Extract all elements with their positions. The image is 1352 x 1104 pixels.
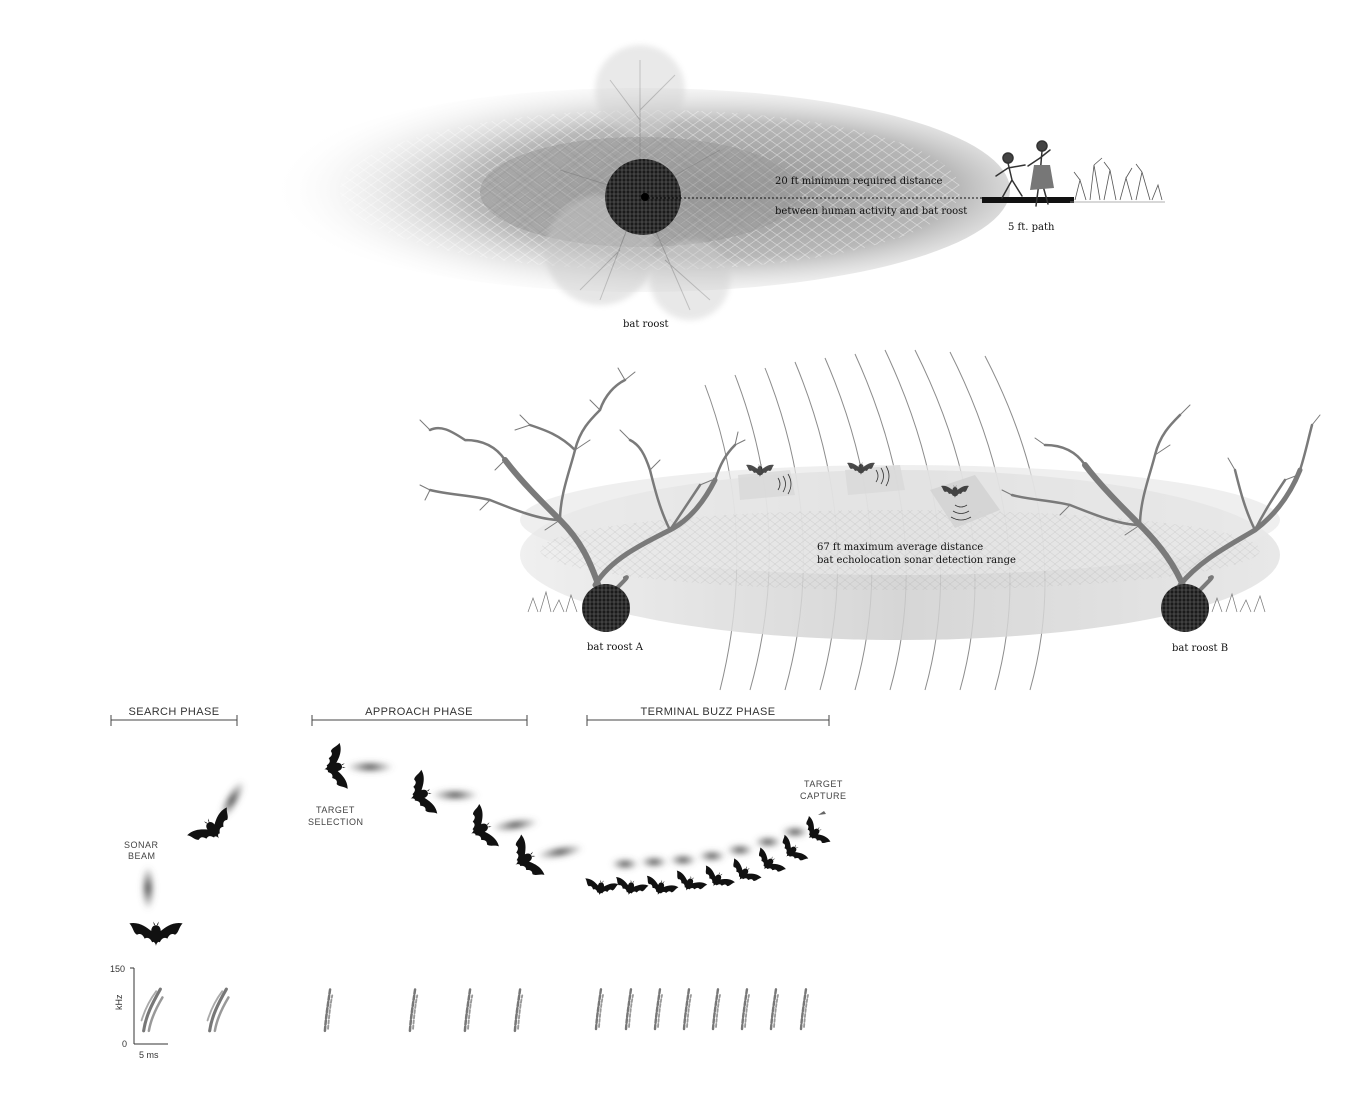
bat-roost-b xyxy=(1161,584,1209,632)
bat-roost-core xyxy=(641,193,649,201)
target-selection-label-1: TARGET xyxy=(316,805,355,815)
axis-y-unit: kHz xyxy=(114,994,124,1010)
tree-b-icon xyxy=(1001,404,1321,593)
bottom-section: SEARCH PHASE APPROACH PHASE TERMINAL BUZ… xyxy=(110,706,847,1060)
spectrogram-chirps xyxy=(139,987,809,1033)
top-section: 20 ft minimum required distance between … xyxy=(270,45,1165,330)
range-label-line1: 67 ft maximum average distance xyxy=(817,542,983,553)
distance-label-line1: 20 ft minimum required distance xyxy=(775,176,942,187)
approach-phase-bats xyxy=(319,742,584,885)
path-label: 5 ft. path xyxy=(1008,222,1055,233)
path-bar xyxy=(982,197,1074,203)
sonar-beam-label-1: SONAR xyxy=(124,840,159,850)
flying-bats-sonar xyxy=(738,462,1000,528)
bat-roost-a-label: bat roost A xyxy=(587,642,644,653)
tree-a-icon xyxy=(419,367,746,593)
search-phase-bats xyxy=(129,780,245,947)
shrub-icon xyxy=(1070,157,1165,203)
spectrogram-axis xyxy=(130,967,168,1045)
human-figures-icon xyxy=(995,140,1054,207)
phase-bracket-approach xyxy=(311,715,528,726)
bat-roost-a xyxy=(582,584,630,632)
shrub-a-icon xyxy=(527,590,578,613)
middle-section: bat roost A bat roost B 67 ft maximum av… xyxy=(419,349,1321,691)
phase-bracket-search xyxy=(110,715,238,726)
terminal-phase-bats xyxy=(582,811,832,901)
target-selection-label-2: SELECTION xyxy=(308,817,364,827)
sonar-beam-label-2: BEAM xyxy=(128,851,156,861)
bat-roost-label: bat roost xyxy=(623,319,669,330)
phase-bracket-terminal xyxy=(586,715,830,726)
phase-label-terminal: TERMINAL BUZZ PHASE xyxy=(641,706,776,718)
range-label-line2: bat echolocation sonar detection range xyxy=(817,555,1016,566)
axis-y-max: 150 xyxy=(110,964,125,974)
phase-label-search: SEARCH PHASE xyxy=(129,706,220,718)
target-capture-label-1: TARGET xyxy=(804,779,843,789)
target-capture-label-2: CAPTURE xyxy=(800,791,847,801)
shrub-b-icon xyxy=(1211,592,1266,613)
sonar-range-grid xyxy=(540,510,1260,590)
phase-label-approach: APPROACH PHASE xyxy=(365,706,473,718)
bat-roost-b-label: bat roost B xyxy=(1172,643,1228,654)
axis-x-scale: 5 ms xyxy=(139,1050,159,1060)
axis-y-min: 0 xyxy=(122,1039,127,1049)
distance-label-line2: between human activity and bat roost xyxy=(775,206,967,217)
